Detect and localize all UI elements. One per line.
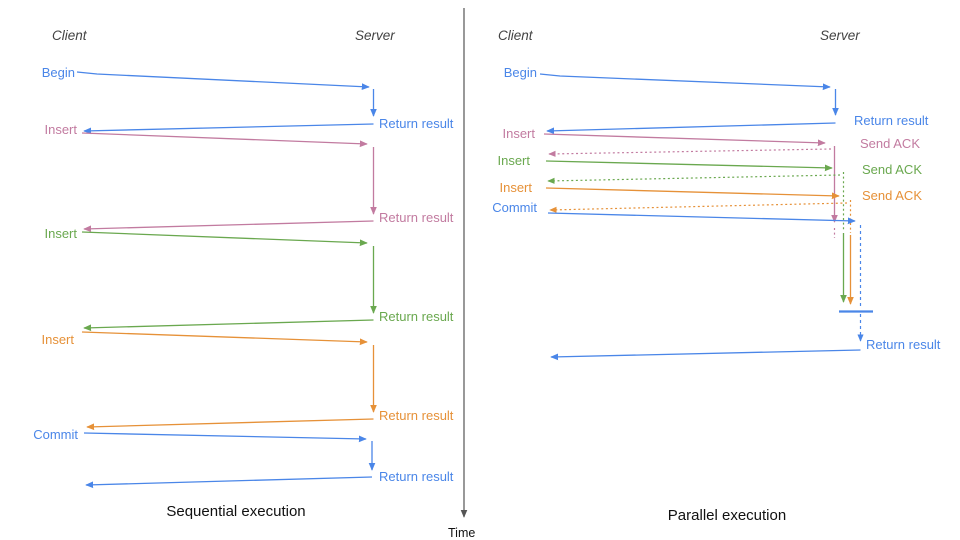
par-commit-label: Commit <box>492 200 537 215</box>
par-begin-request-arrow <box>539 73 831 91</box>
par-commit-request-arrow <box>547 212 856 225</box>
par-insert3-request-arrow <box>545 187 840 200</box>
par-insert3-ack-arrow <box>549 202 848 213</box>
seq-insert3-response-label: Return result <box>379 408 454 423</box>
par-commit-response-label: Return result <box>866 337 941 352</box>
par-insert1-label: Insert <box>502 126 535 141</box>
seq-insert1-label: Insert <box>44 122 77 137</box>
seq-insert3-request-arrow <box>81 331 368 346</box>
par-insert1-request-arrow <box>543 133 826 147</box>
seq-insert1-request-arrow <box>81 132 368 148</box>
time-axis-label: Time <box>448 526 475 540</box>
seq-client-header: Client <box>52 28 88 43</box>
seq-server-header: Server <box>355 28 395 43</box>
par-commit-return-arrow <box>550 349 861 361</box>
par-client-header: Client <box>498 28 534 43</box>
seq-begin-request-arrow <box>76 71 370 91</box>
seq-insert2-label: Insert <box>44 226 77 241</box>
par-begin-return-arrow <box>546 122 836 135</box>
par-insert3-ack-label: Send ACK <box>862 188 922 203</box>
par-insert2-request-arrow <box>545 160 833 172</box>
par-insert2-label: Insert <box>497 153 530 168</box>
par-insert1-ack-label: Send ACK <box>860 136 920 151</box>
seq-insert1-response-label: Return result <box>379 210 454 225</box>
seq-begin-return-arrow <box>83 123 374 135</box>
par-insert3-label: Insert <box>499 180 532 195</box>
par-begin-response-label: Return result <box>854 113 929 128</box>
seq-commit-response-label: Return result <box>379 469 454 484</box>
seq-commit-request-arrow <box>83 432 367 443</box>
par-insert2-ack-label: Send ACK <box>862 162 922 177</box>
seq-insert3-label: Insert <box>41 332 74 347</box>
par-insert1-ack-arrow <box>548 148 832 158</box>
seq-begin-response-label: Return result <box>379 116 454 131</box>
seq-commit-label: Commit <box>33 427 78 442</box>
parallel-title: Parallel execution <box>668 507 786 524</box>
seq-insert3-return-arrow <box>86 418 374 431</box>
par-begin-label: Begin <box>504 65 537 80</box>
seq-insert2-response-label: Return result <box>379 309 454 324</box>
par-server-header: Server <box>820 28 860 43</box>
seq-begin-label: Begin <box>42 65 75 80</box>
par-insert2-ack-arrow <box>547 174 841 184</box>
sequential-title: Sequential execution <box>166 503 305 520</box>
seq-insert2-return-arrow <box>83 319 374 332</box>
seq-commit-return-arrow <box>85 476 373 489</box>
seq-insert1-return-arrow <box>83 220 374 233</box>
seq-insert2-request-arrow <box>81 231 368 247</box>
